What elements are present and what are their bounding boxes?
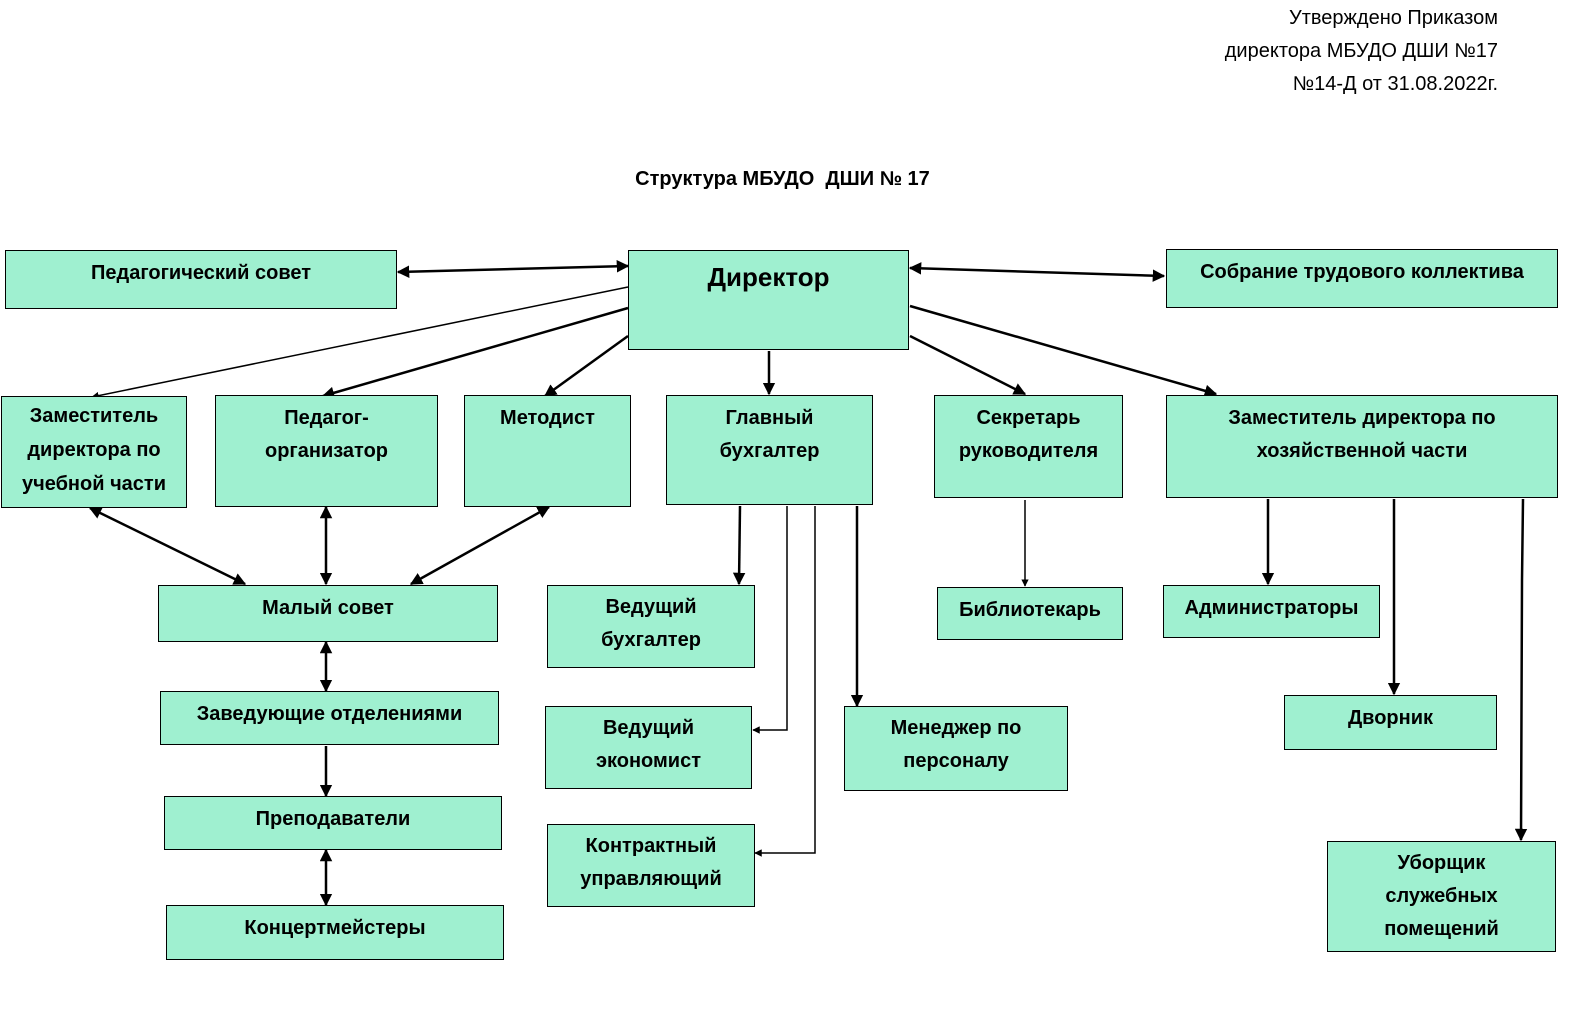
node-chief-acc-line-2: бухгалтер: [719, 440, 820, 462]
node-deputy-econ-line-1: Заместитель директора по: [1228, 407, 1496, 429]
node-deputy-econ: Заместитель директора по хозяйственной ч…: [1166, 395, 1558, 498]
node-secretary-line-1: Секретарь: [976, 407, 1081, 429]
node-small-council: Малый совет: [158, 585, 498, 642]
node-heads: Заведующие отделениями: [160, 691, 499, 745]
arrow-methodist-small-council: [409, 505, 551, 586]
node-cleaner-line-1: Уборщик: [1397, 852, 1486, 874]
node-small-council-label: Малый совет: [262, 597, 394, 619]
approval-line-1: Утверждено Приказом: [1289, 7, 1498, 29]
node-librarian: Библиотекарь: [937, 587, 1123, 640]
node-methodist-label: Методист: [500, 407, 595, 429]
approval-line-2: директора МБУДО ДШИ №17: [1224, 40, 1498, 62]
node-heads-label: Заведующие отделениями: [196, 703, 463, 725]
node-deputy-edu-line-1: Заместитель: [29, 405, 159, 427]
node-lead-acc: Ведущий бухгалтер: [547, 585, 755, 668]
node-deputy-edu-line-3: учебной части: [21, 473, 167, 495]
node-admins-label: Администраторы: [1184, 597, 1359, 619]
node-chief-acc: Главный бухгалтер: [666, 395, 873, 505]
node-deputy-econ-line-2: хозяйственной части: [1256, 440, 1468, 462]
approval-note: Утверждено Приказом директора МБУДО ДШИ …: [1225, 2, 1498, 101]
node-ped-org: Педагог- организатор: [215, 395, 438, 507]
node-lead-econ-line-2: экономист: [595, 750, 702, 772]
node-accompanists: Концертмейстеры: [166, 905, 504, 960]
node-contract-mgr: Контрактный управляющий: [547, 824, 755, 907]
node-ped-org-line-1: Педагог-: [284, 407, 369, 429]
arrow-director-deputy-econ: [909, 304, 1218, 397]
diagram-title: Структура МБУДО ДШИ № 17: [635, 168, 930, 190]
node-hr-mgr-line-2: персоналу: [903, 750, 1009, 772]
node-contract-mgr-line-2: управляющий: [580, 868, 722, 890]
node-methodist: Методист: [464, 395, 631, 507]
arrow-director-methodist: [543, 334, 629, 398]
arrow-director-secretary: [909, 334, 1027, 396]
node-secretary: Секретарь руководителя: [934, 395, 1123, 498]
arrow-deputy-edu-small-council: [88, 506, 247, 586]
arrow-director-labor-meeting: [908, 262, 1166, 282]
node-lead-acc-line-1: Ведущий: [605, 596, 697, 618]
node-lead-econ-line-1: Ведущий: [602, 717, 695, 739]
arrow-director-deputy-edu: [91, 286, 629, 400]
node-labor-meeting: Собрание трудового коллектива: [1166, 249, 1558, 308]
node-admins: Администраторы: [1163, 585, 1380, 638]
arrow-deputy-econ-cleaner: [1514, 498, 1528, 842]
node-hr-mgr-line-1: Менеджер по: [890, 717, 1022, 739]
node-cleaner-line-2: служебных: [1385, 885, 1498, 907]
approval-line-3: №14-Д от 31.08.2022г.: [1292, 73, 1498, 95]
node-contract-mgr-line-1: Контрактный: [585, 835, 717, 857]
arrow-chief-acc-lead-econ: [752, 506, 788, 734]
node-teachers-label: Преподаватели: [255, 808, 411, 830]
node-director-label: Директор: [707, 262, 830, 292]
node-deputy-edu: Заместитель директора по учебной части: [1, 396, 187, 508]
node-janitor-label: Дворник: [1347, 707, 1434, 729]
node-cleaner-line-3: помещений: [1384, 918, 1499, 940]
node-janitor: Дворник: [1284, 695, 1497, 750]
arrow-chief-acc-lead-acc: [732, 505, 746, 586]
arrow-chief-acc-contract-mgr: [754, 506, 816, 857]
node-lead-econ: Ведущий экономист: [545, 706, 752, 789]
node-deputy-edu-line-2: директора по: [27, 439, 161, 461]
node-ped-council-label: Педагогический совет: [91, 262, 311, 284]
node-ped-org-line-2: организатор: [264, 440, 389, 462]
node-hr-mgr: Менеджер по персоналу: [844, 706, 1068, 791]
node-ped-council: Педагогический совет: [5, 250, 397, 309]
node-cleaner: Уборщик служебных помещений: [1327, 841, 1556, 952]
arrow-director-ped-council: [396, 260, 630, 278]
node-chief-acc-line-1: Главный: [725, 407, 814, 429]
node-librarian-label: Библиотекарь: [959, 599, 1101, 621]
node-secretary-line-2: руководителя: [958, 440, 1099, 462]
node-lead-acc-line-2: бухгалтер: [601, 629, 701, 651]
node-accompanists-label: Концертмейстеры: [244, 917, 426, 939]
node-teachers: Преподаватели: [164, 796, 502, 850]
arrow-director-ped-org: [321, 306, 629, 399]
node-labor-meeting-label: Собрание трудового коллектива: [1200, 261, 1524, 283]
node-director: Директор: [628, 250, 909, 350]
